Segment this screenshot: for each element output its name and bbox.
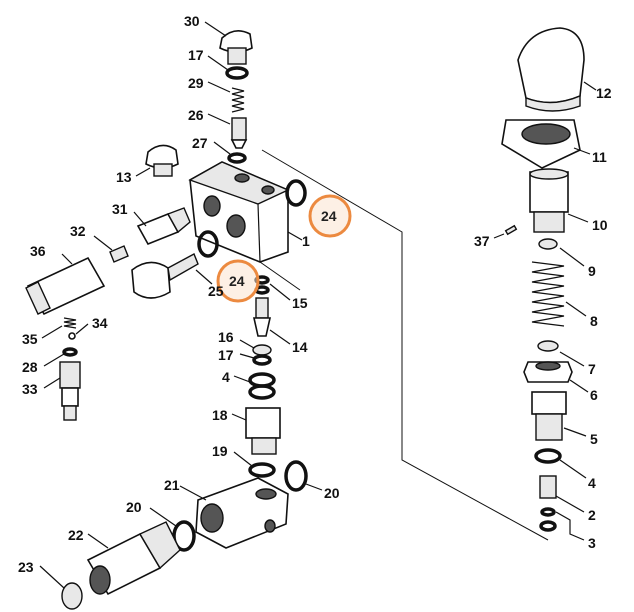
label-25: 25 <box>208 283 224 299</box>
label-20-left: 20 <box>126 499 142 515</box>
part-oring-28 <box>43 347 78 367</box>
label-26: 26 <box>188 107 204 123</box>
label-10: 10 <box>592 217 608 233</box>
part-nut-6 <box>523 361 589 393</box>
label-4-right: 4 <box>588 475 596 491</box>
label-7: 7 <box>588 361 596 377</box>
label-19: 19 <box>212 443 228 459</box>
label-24-upper: 24 <box>321 208 337 224</box>
label-6: 6 <box>590 387 598 403</box>
part-valve-2 <box>539 475 585 513</box>
part-pin-37 <box>493 224 518 239</box>
part-oring-24-upper <box>285 179 307 207</box>
part-oring-24-lower <box>197 230 219 258</box>
part-valve-26 <box>207 113 248 149</box>
label-36: 36 <box>30 243 46 259</box>
label-1: 1 <box>302 233 310 249</box>
label-37: 37 <box>474 233 490 249</box>
label-8: 8 <box>590 313 598 329</box>
part-valve-stem-14 <box>253 297 291 345</box>
label-30: 30 <box>184 13 200 29</box>
part-nipple-32 <box>93 235 129 263</box>
part-washer-9 <box>538 238 585 267</box>
label-31: 31 <box>112 201 128 217</box>
part-rings-3 <box>539 507 585 541</box>
label-15: 15 <box>292 295 308 311</box>
part-housing-10 <box>529 168 589 233</box>
part-spring-8 <box>531 261 587 327</box>
part-oring-17-top <box>207 55 249 80</box>
label-16: 16 <box>218 329 234 345</box>
label-17: 17 <box>188 47 204 63</box>
label-11: 11 <box>592 149 607 165</box>
label-29: 29 <box>188 75 204 91</box>
label-9: 9 <box>588 263 596 279</box>
part-labels: 30 17 29 26 27 13 31 32 36 1 24 25 15 35… <box>18 13 612 575</box>
part-coupler-36 <box>25 253 106 316</box>
label-32: 32 <box>70 223 86 239</box>
label-18: 18 <box>212 407 228 423</box>
label-12: 12 <box>596 85 612 101</box>
part-valve-block-1 <box>188 161 303 263</box>
label-2: 2 <box>588 507 596 523</box>
part-banjo-bolt-25 <box>131 253 213 299</box>
label-5: 5 <box>590 431 598 447</box>
label-3: 3 <box>588 535 596 551</box>
part-plug-13 <box>135 144 179 177</box>
part-adapter-22 <box>86 521 181 596</box>
label-4-left: 4 <box>222 369 230 385</box>
part-washer-7 <box>537 340 585 367</box>
part-oring-19 <box>233 451 276 478</box>
label-35: 35 <box>22 331 38 347</box>
part-seat-5 <box>531 391 587 441</box>
part-collar-11 <box>501 119 591 169</box>
assembly-leader-lines <box>259 149 549 541</box>
part-oring-4-right <box>534 448 587 479</box>
label-23: 23 <box>18 559 34 575</box>
part-nozzle-33 <box>43 361 81 421</box>
part-spring-35 <box>41 317 77 339</box>
label-20-right: 20 <box>324 485 340 501</box>
part-oring-17 <box>239 353 272 366</box>
part-oring-27 <box>213 141 247 164</box>
part-oring-4-left <box>233 372 276 400</box>
highlight-24-lower <box>216 259 260 303</box>
label-13: 13 <box>116 169 132 185</box>
part-washer-16 <box>239 339 272 356</box>
label-21: 21 <box>164 477 180 493</box>
highlight-24-upper <box>308 194 352 238</box>
part-spring-29 <box>207 81 245 113</box>
label-22: 22 <box>68 527 84 543</box>
part-filter-23 <box>39 565 83 610</box>
label-17-lower: 17 <box>218 347 234 363</box>
part-ball-34 <box>68 323 89 340</box>
part-elbow-21 <box>179 477 289 549</box>
part-fitting-18 <box>231 407 281 455</box>
part-knob-12 <box>517 27 597 112</box>
label-27: 27 <box>192 135 208 151</box>
part-oring-20-right <box>284 460 323 492</box>
label-14: 14 <box>292 339 308 355</box>
part-rings-15 <box>254 275 291 301</box>
label-28: 28 <box>22 359 38 375</box>
label-34: 34 <box>92 315 108 331</box>
label-33: 33 <box>22 381 38 397</box>
label-24-lower: 24 <box>229 273 245 289</box>
part-oring-20-left <box>149 507 196 552</box>
part-fitting-31 <box>133 207 191 246</box>
part-plug-30 <box>204 21 253 65</box>
